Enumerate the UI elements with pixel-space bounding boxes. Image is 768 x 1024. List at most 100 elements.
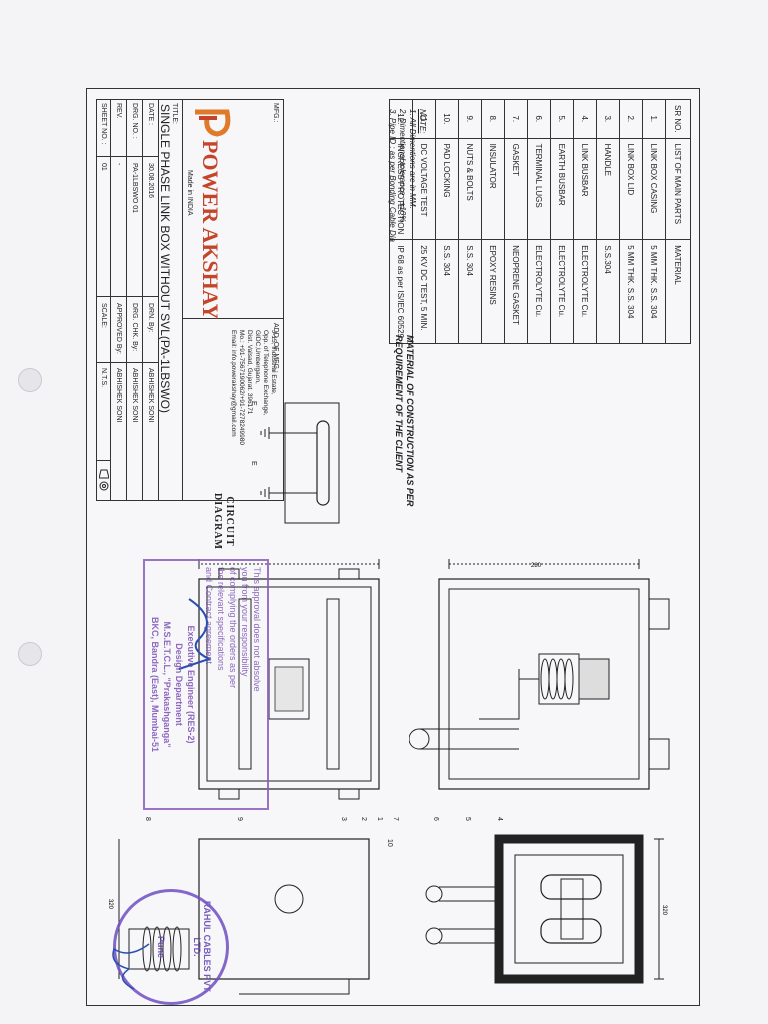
note-line: 2. Dimentional tolerance : ±10% — [398, 109, 407, 223]
circuit-title-line: CIRCUIT — [224, 496, 235, 547]
seal-name: RAHUL CABLES PVT. LTD. — [192, 900, 212, 994]
material-cell: IP 68 as per IS/IEC 60529 — [389, 239, 413, 344]
callout-number: 2 — [360, 817, 367, 821]
rev-value: - — [115, 163, 122, 166]
chk-by-value: ABHISHEK SONI — [131, 368, 138, 423]
drg-no-value: PA-1LBSWO 01 — [131, 163, 138, 214]
drawing-sheet: SR NO. LIST OF MAIN PARTS MATERIAL 1.LIN… — [86, 88, 700, 1006]
tb-col-line — [97, 296, 159, 297]
note-line: 1. All Dimentions are in MM. — [408, 109, 417, 209]
part-name-cell: PAD LOCKING — [435, 138, 459, 240]
mfg-label: MFG.: — [272, 103, 279, 123]
approved-value: ABHISHEK SONI — [115, 368, 122, 423]
part-name-cell: TERMINAL LUGS — [527, 138, 551, 240]
tb-col-line — [97, 156, 159, 157]
material-cell: S.S.304 — [596, 239, 620, 344]
drg-no-label: DRG. NO. : — [131, 103, 138, 139]
parts-table-header: SR NO. LIST OF MAIN PARTS MATERIAL — [665, 99, 691, 344]
header-material: MATERIAL — [665, 239, 691, 344]
callout-number: 8 — [144, 817, 151, 821]
punch-hole-bottom — [18, 642, 42, 666]
date-row: DATE : 30.08.2016 DRN. By: ABHISHEK SONI — [147, 100, 159, 500]
stamp-line: This approval does not absolve — [252, 567, 262, 692]
punch-hole-top — [18, 368, 42, 392]
callout-number: 6 — [432, 817, 439, 821]
projection-symbol-icon — [99, 469, 109, 491]
sr-no-cell: 2. — [619, 99, 643, 139]
date-label: DATE : — [147, 103, 154, 126]
callout-number: 1 — [376, 817, 383, 821]
callout-number: 9 — [236, 817, 243, 821]
material-cell: S.S. 304 — [435, 239, 459, 344]
rev-row: REV. - APPROVED By: ABHISHEK SONI — [115, 100, 127, 500]
construction-note: MATERIAL OF CONSTRUCTION AS PER REQUIREM… — [394, 335, 415, 507]
material-cell: 5 MM THK. S.S. 304 — [619, 239, 643, 344]
stamp-sign-line: BKC, Bandra (East), Mumbai-51 — [150, 616, 160, 753]
sr-no-cell: 10. — [435, 99, 459, 139]
notes-heading: NOTE: — [418, 109, 427, 134]
sheet-value: 01 — [100, 163, 107, 171]
signature-mark — [178, 598, 212, 670]
sr-no-cell: 4. — [573, 99, 597, 139]
circuit-diagram — [260, 402, 340, 524]
earth-label: E — [250, 401, 257, 406]
part-name-cell: INSULATOR — [481, 138, 505, 240]
header-sr-no: SR NO. — [665, 99, 691, 139]
drn-by-value: ABHISHEK SONI — [147, 368, 154, 423]
part-name-cell: EARTH BUSBAR — [550, 138, 574, 240]
part-name-cell: LINK BOX LID — [619, 138, 643, 240]
part-name-cell: NUTS & BOLTS — [458, 138, 482, 240]
handwritten-signature — [112, 943, 150, 990]
callout-number: 3 — [340, 817, 347, 821]
dimension-label: 280 — [531, 563, 542, 569]
callout-number: 10 — [386, 839, 393, 847]
drn-by-label: DRN. By: — [147, 303, 154, 333]
part-name-cell: LINK BUSBAR — [573, 138, 597, 240]
stamp-line: you from your responsibility — [240, 567, 250, 677]
material-cell: ELECTROLYTE Cu. — [573, 239, 597, 344]
tb-col-line — [97, 460, 111, 461]
note-line: 3. Pipe ID : as per Bonding Cable Dia — [388, 109, 397, 242]
part-name-cell: HANDLE — [596, 138, 620, 240]
made-in-india: Made in INDIA — [186, 170, 193, 216]
material-cell: EPOXY RESINS — [481, 239, 505, 344]
title-row: TITLE: SINGLE PHASE LINK BOX WITHOUT SVL… — [158, 100, 183, 500]
scale-label: SCALE: — [100, 303, 107, 328]
date-value: 30.08.2016 — [147, 163, 154, 199]
part-name-cell: GASKET — [504, 138, 528, 240]
sr-no-cell: 9. — [458, 99, 482, 139]
dimension-label: 320 — [107, 899, 113, 910]
scale-value: N.T.S. — [100, 368, 107, 388]
company-name: POWER AKSHAY — [198, 140, 223, 320]
material-cell: ELECTROLYTE Cu. — [550, 239, 574, 344]
callout-number: 4 — [496, 817, 503, 821]
circuit-diagram-title: CIRCUIT DIAGRAM — [211, 493, 235, 550]
sr-no-cell: 6. — [527, 99, 551, 139]
dimension-label: 320 — [661, 905, 667, 916]
material-cell: NEOPRENE GASKET — [504, 239, 528, 344]
power-akshay-logo-icon — [195, 109, 231, 137]
rev-label: REV. — [115, 103, 122, 119]
material-cell: 25 KV DC TEST, 5 MIN. — [412, 239, 436, 344]
sr-no-cell: 7. — [504, 99, 528, 139]
parts-table: SR NO. LIST OF MAIN PARTS MATERIAL 1.LIN… — [389, 99, 691, 344]
rotated-drawing: SR NO. LIST OF MAIN PARTS MATERIAL 1.LIN… — [87, 89, 699, 1005]
earth-label: E — [250, 461, 257, 466]
header-parts: LIST OF MAIN PARTS — [665, 138, 691, 240]
title-block: MFG.: ADD. OF MFG.: POWER AKSHAY Made in… — [96, 99, 284, 501]
notes-block: NOTE: 1. All Dimentions are in MM. 2. Di… — [387, 109, 427, 242]
circuit-title-line: DIAGRAM — [212, 493, 223, 550]
drawing-title: SINGLE PHASE LINK BOX WITHOUT SVL(PA-1LB… — [158, 104, 172, 413]
drg-row: DRG. NO. : PA-1LBSWO 01 DRG. CHK. By: AB… — [131, 100, 143, 500]
